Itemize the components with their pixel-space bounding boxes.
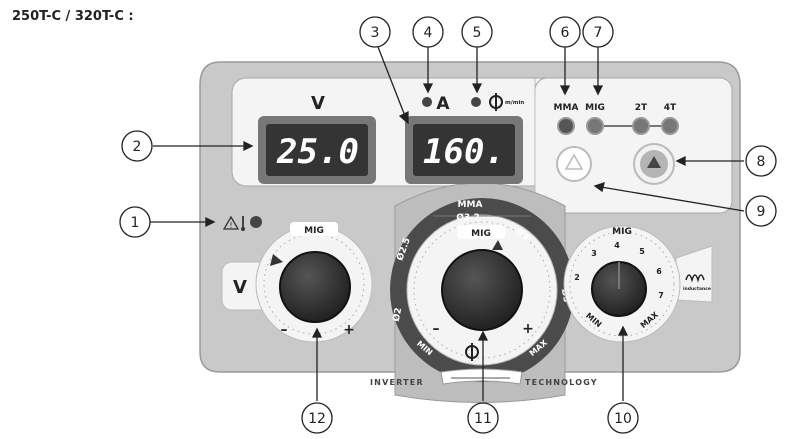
- callout-2: 2: [121, 130, 153, 162]
- inductance-label: inductance: [683, 286, 711, 292]
- voltage-unit-label: V: [311, 93, 325, 114]
- triangle-up-icon: [564, 153, 584, 170]
- trigger-4t-led: [661, 117, 679, 135]
- voltage-knob[interactable]: [279, 251, 351, 323]
- inductance-5: 5: [639, 247, 645, 256]
- callout-number: 1: [131, 215, 140, 231]
- callout-10: 10: [607, 402, 639, 434]
- triangle-up-icon: [647, 156, 661, 168]
- callout-number: 3: [371, 25, 380, 41]
- mode-select-button[interactable]: [556, 146, 592, 182]
- callout-12: 12: [301, 402, 333, 434]
- thermal-warning-icon: !: [222, 215, 245, 231]
- callout-number: 10: [614, 411, 632, 427]
- trigger-2t-led: [632, 117, 650, 135]
- callout-6: 6: [549, 16, 581, 48]
- center-mig-label: MIG: [471, 229, 491, 239]
- center-d32-label: Ø3.2: [456, 212, 480, 223]
- thermal-warning-led: [250, 216, 262, 228]
- trigger-select-button[interactable]: [633, 143, 675, 185]
- callout-leaders: [150, 46, 745, 401]
- inductance-4: 4: [614, 241, 620, 250]
- callout-4: 4: [412, 16, 444, 48]
- callout-number: 9: [757, 204, 766, 220]
- callout-number: 2: [133, 139, 142, 155]
- voltage-knob-label: V: [233, 277, 247, 298]
- center-d2-label: Ø2: [391, 307, 404, 323]
- voltage-readout: 25.0: [276, 132, 359, 172]
- callout-number: 11: [474, 411, 492, 427]
- center-minus: –: [433, 321, 440, 337]
- voltage-minus: –: [281, 322, 288, 338]
- brand-technology: TECHNOLOGY: [525, 378, 598, 387]
- callout-1: 1: [119, 206, 151, 238]
- mode-mig-label: MIG: [585, 103, 605, 113]
- current-unit-label: A: [436, 94, 450, 114]
- callout-number: 8: [757, 154, 766, 170]
- callout-number: 4: [424, 25, 433, 41]
- brand-inverter: INVERTER: [370, 378, 424, 387]
- mode-mig-led: [586, 117, 604, 135]
- mode-mma-led: [557, 117, 575, 135]
- product-title: 250T-C / 320T-C :: [12, 9, 134, 24]
- current-indicator-led: [422, 97, 432, 107]
- callout-9: 9: [745, 195, 777, 227]
- current-readout: 160.: [423, 132, 505, 172]
- center-plus: +: [522, 321, 534, 337]
- center-mma-label: MMA: [458, 200, 483, 210]
- inductance-mig-label: MIG: [612, 227, 632, 237]
- inductance-6: 6: [656, 267, 662, 276]
- callout-11: 11: [467, 402, 499, 434]
- svg-text:!: !: [229, 221, 232, 230]
- callout-number: 5: [473, 25, 482, 41]
- wire-speed-indicator-led: [471, 97, 481, 107]
- wire-speed-icon: [465, 343, 479, 361]
- wire-speed-unit: m/min: [505, 100, 524, 106]
- callout-number: 6: [561, 25, 570, 41]
- callout-8: 8: [745, 145, 777, 177]
- voltage-knob-mode: MIG: [304, 226, 324, 236]
- voltage-plus: +: [343, 322, 355, 338]
- mode-mma-label: MMA: [554, 103, 579, 113]
- voltage-display: [266, 124, 368, 176]
- inductance-2: 2: [574, 273, 580, 282]
- callout-5: 5: [461, 16, 493, 48]
- callout-7: 7: [582, 16, 614, 48]
- callout-number: 7: [594, 25, 603, 41]
- current-knob[interactable]: [441, 249, 523, 331]
- current-display: [413, 124, 515, 176]
- callout-3: 3: [359, 16, 391, 48]
- trigger-2t-label: 2T: [635, 103, 648, 113]
- callout-number: 12: [308, 411, 326, 427]
- trigger-4t-label: 4T: [664, 103, 677, 113]
- inductance-7: 7: [658, 291, 664, 300]
- inductance-icon: [685, 274, 705, 283]
- inductance-3: 3: [591, 249, 597, 258]
- wire-speed-icon: [489, 93, 503, 111]
